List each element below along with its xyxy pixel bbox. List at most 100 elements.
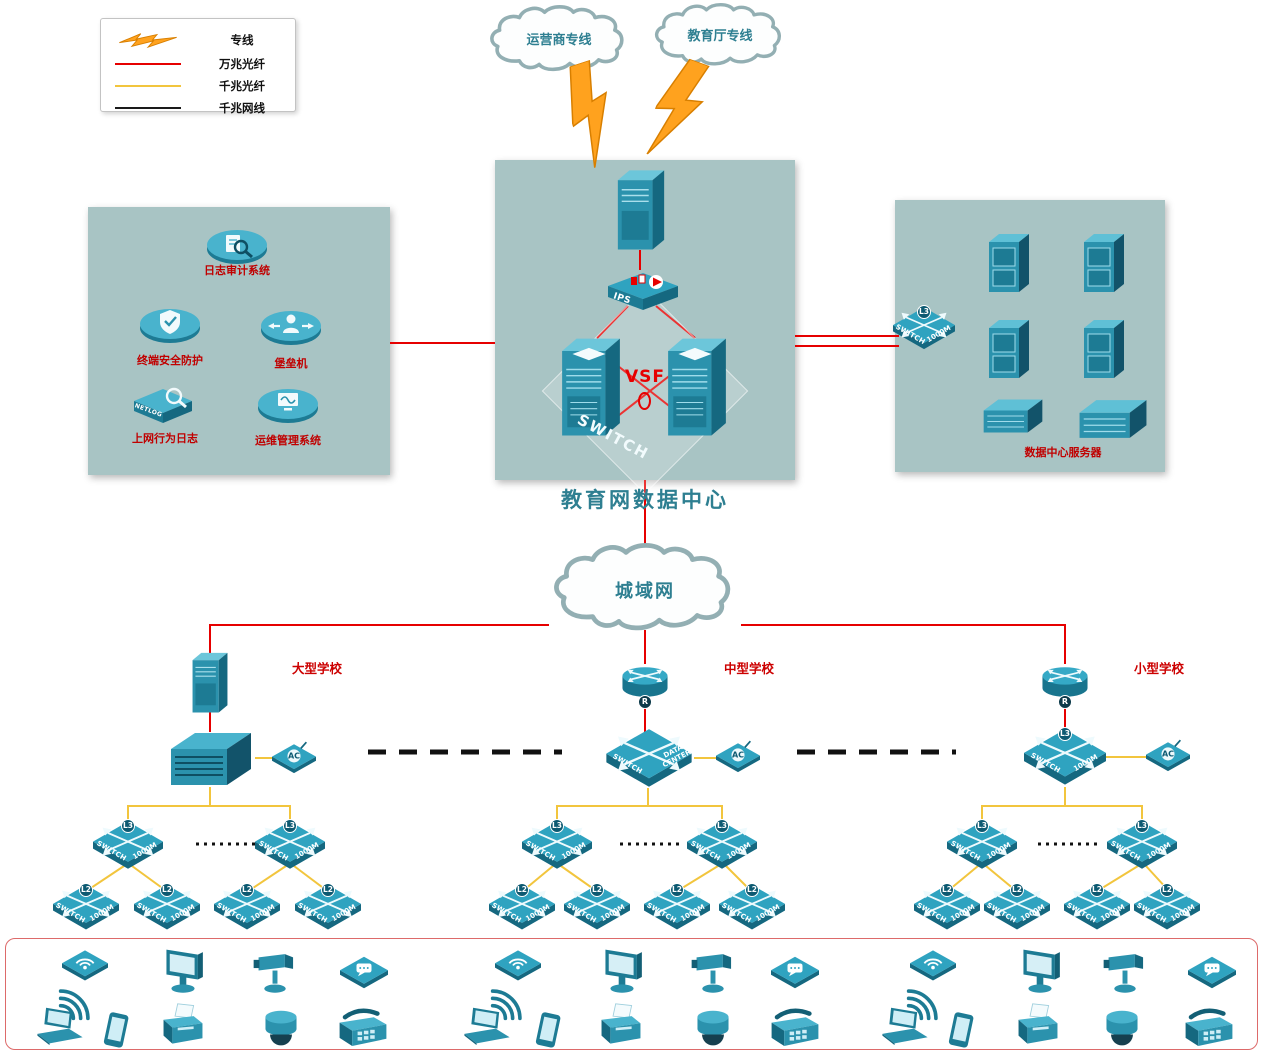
wifi-ap-icon [62,946,108,982]
vsf-label: VSF [624,367,665,387]
terminal-devices-panel [5,938,1258,1050]
l2-access-switch: L2 SWITCH 1000M [53,883,119,932]
legend-label: 专线 [230,33,254,47]
l2-badge: L2 [240,883,254,897]
cloud-label: 城域网 [615,581,675,602]
l2-access-switch: L2 SWITCH 1000M [295,883,361,932]
ptz-camera-icon [1102,948,1148,998]
ac-label: AC [731,750,745,760]
carrier-cloud: 运营商专线 [483,5,635,77]
l3-badge: L3 [283,819,297,833]
terminal-security-label: 终端安全防护 [137,354,203,367]
l2-access-switch: L2 SWITCH 1000M [914,883,980,932]
yellow-1g-links [87,756,1169,891]
router-badge: R [1058,695,1072,709]
core-switch-tower-right [664,330,730,442]
wifi-ap-icon [910,946,956,982]
storage-icon [980,394,1046,438]
main-firewall [614,166,668,252]
router-badge: R [638,695,652,709]
l2-access-switch: L2 SWITCH 1000M [1064,883,1130,932]
server-icon [1080,232,1128,294]
dome-camera-icon [260,1008,302,1050]
bastion-host-icon [259,307,323,347]
bastion-host-label: 堡垒机 [274,357,308,370]
storage-icon [1074,396,1152,442]
school-core-switch: L3 SWITCH 1000M [1024,727,1106,788]
l3-access-switch: L3 SWITCH 1000M [255,819,325,872]
legend-label: 千兆光纤 [219,79,265,93]
l3-access-switch: L3 SWITCH 1000M [1107,819,1177,872]
l2-access-switch: L2 SWITCH 1000M [719,883,785,932]
cloud-label: 教育厅专线 [687,29,753,44]
legend-row: 专线 [101,29,295,51]
school-firewall [187,650,233,714]
server-icon [985,318,1033,380]
l2-access-switch: L2 SWITCH 1000M [214,883,280,932]
ips-icon [604,264,682,314]
ips-device: IPS [604,264,682,314]
legend-row: 万兆光纤 [101,53,295,75]
l2-badge: L2 [745,883,759,897]
ops-management-icon [256,384,320,426]
storage-array [980,394,1046,438]
l2-badge: L2 [160,883,174,897]
l3-access-switch: L3 SWITCH 1000M [687,819,757,872]
yellow-line-sample [115,85,181,87]
voip-chat-icon [1188,952,1236,990]
ac-controller: AC [716,738,760,776]
server-zone-switch: L3 SWITCH 1000M [893,305,955,352]
server-zone-label: 数据中心服务器 [1024,446,1102,459]
server-cabinet [985,232,1033,294]
lightning-icon [115,31,181,49]
l3-badge: L3 [1058,727,1072,741]
datacenter-title: 教育网数据中心 [561,487,729,512]
printer-icon [1013,1002,1063,1048]
l3-badge: L3 [121,819,135,833]
man-cloud: 城域网 [537,543,753,638]
l2-badge: L2 [1090,883,1104,897]
l2-access-switch: L2 SWITCH 1000M [564,883,630,932]
ac-label: AC [287,751,301,761]
l2-access-switch: L2 SWITCH 1000M [134,883,200,932]
server-cabinet [1080,232,1128,294]
dome-camera-icon [692,1008,734,1050]
smartphone-icon [943,1010,981,1052]
l2-access-switch: L2 SWITCH 1000M [984,883,1050,932]
printer-icon [596,1002,646,1048]
school-label-small: 小型学校 [1134,661,1185,676]
netlog-icon: NETLOG [130,382,196,426]
desktop-icon [158,948,208,996]
smartphone-icon [98,1010,136,1052]
l3-badge: L3 [975,819,989,833]
school-label-large: 大型学校 [292,661,343,676]
red-line-sample [115,63,181,65]
laptop-icon [877,1006,933,1046]
school-core-switch: SWITCH DATA CENTER [604,728,694,790]
legend-row: 千兆光纤 [101,75,295,97]
l3-badge: L3 [1135,819,1149,833]
ptz-camera-icon [690,948,736,998]
ac-controller: AC [1146,737,1190,775]
server-icon [985,232,1033,294]
school-label-medium: 中型学校 [724,661,775,676]
school-core-device [167,727,255,789]
printer-icon [158,1002,208,1048]
l2-badge: L2 [590,883,604,897]
legend-label: 万兆光纤 [219,57,265,71]
legend-box: 专线 万兆光纤 千兆光纤 千兆网线 [100,18,296,115]
vsf-link-icon [638,392,651,410]
log-audit-label: 日志审计系统 [204,264,270,277]
education-cloud: 教育厅专线 [645,3,795,71]
log-audit-icon [205,226,269,266]
fax-phone-icon [1182,1006,1236,1050]
fax-phone-icon [336,1006,390,1050]
black-dashed-links [196,749,1102,846]
l2-badge: L2 [79,883,93,897]
laptop-icon [459,1006,515,1046]
storage-array [1074,396,1152,442]
ac-controller: AC [272,739,316,777]
laptop-icon [32,1006,88,1046]
smartphone-icon [530,1010,568,1052]
